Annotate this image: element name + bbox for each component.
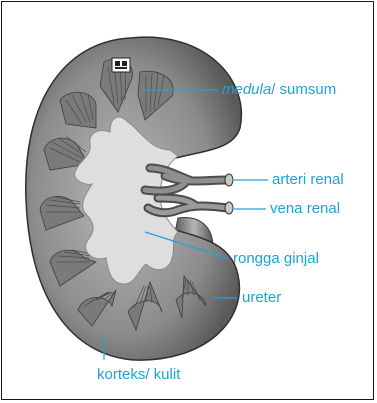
vein-opening [225,202,233,214]
label-medula-rest: / sumsum [271,81,336,98]
label-medula: medula/ sumsum [222,81,336,99]
label-artery: arteri renal [272,171,344,189]
emblem-mark [112,58,130,72]
label-cavity: rongga ginjal [233,250,319,268]
label-vein: vena renal [270,200,340,218]
label-cortex: korteks/ kulit [97,366,180,384]
label-medula-term: medula [222,81,271,98]
artery-opening [225,174,233,186]
label-ureter: ureter [242,289,281,307]
